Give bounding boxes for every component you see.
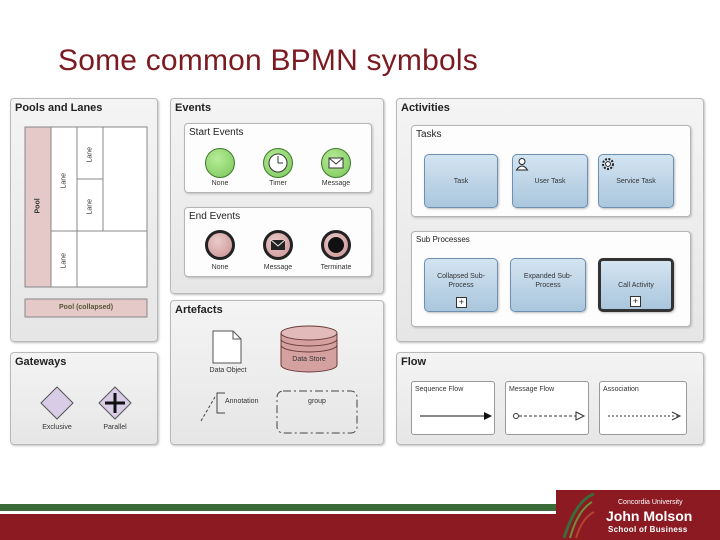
- association-arrow: [608, 411, 682, 421]
- slide-title: Some common BPMN symbols: [58, 44, 478, 77]
- plus-marker-call: +: [630, 296, 641, 307]
- sequence-flow-label: Sequence Flow: [415, 386, 464, 393]
- footer-brand-block: Concordia University John Molson School …: [556, 490, 720, 540]
- subprocesses-box: Sub Processes Collapsed Sub- Process + E…: [411, 231, 691, 327]
- end-events-box: End Events None Message Terminate: [184, 207, 372, 277]
- gateway-label-parallel: Parallel: [103, 424, 127, 431]
- sequence-flow-box: Sequence Flow: [411, 381, 495, 435]
- start-label-none: None: [211, 180, 229, 187]
- pool-collapsed-label: Pool (collapsed): [58, 304, 114, 311]
- start-event-none: [205, 148, 235, 178]
- terminate-dot: [328, 237, 344, 253]
- message-flow-box: Message Flow: [505, 381, 589, 435]
- gear-icon: [602, 158, 614, 170]
- concordia-logo-icon: [562, 492, 595, 539]
- subprocesses-title: Sub Processes: [416, 235, 470, 244]
- user-icon: [515, 158, 529, 171]
- start-event-message: [321, 148, 351, 178]
- events-title: Events: [175, 102, 212, 114]
- envelope-icon: [328, 157, 344, 169]
- end-label-message: Message: [263, 264, 293, 271]
- timer-icon: [268, 153, 288, 173]
- annotation-label: Annotation: [225, 398, 259, 405]
- task-plain: Task: [424, 154, 498, 208]
- end-events-title: End Events: [189, 211, 241, 222]
- subprocess-collapsed: Collapsed Sub- Process +: [424, 258, 498, 312]
- footer-school: School of Business: [608, 525, 688, 534]
- association-label: Association: [603, 386, 639, 393]
- collapsed-label-1: Collapsed Sub-: [437, 273, 485, 280]
- flow-panel: Flow Sequence Flow Message Flow Associat…: [396, 352, 704, 445]
- annotation-bracket: [216, 392, 225, 414]
- start-event-timer: [263, 148, 293, 178]
- start-label-timer: Timer: [269, 180, 287, 187]
- start-label-message: Message: [321, 180, 351, 187]
- task-plain-label: Task: [453, 178, 469, 185]
- call-activity: Call Activity +: [598, 258, 674, 312]
- gateways-panel: Gateways Exclusive Parallel: [10, 352, 158, 445]
- pool-collapsed-shape: [24, 298, 148, 318]
- collapsed-label-2: Process: [448, 282, 474, 289]
- lane-label-4: Lane: [60, 252, 68, 269]
- flow-title: Flow: [401, 356, 427, 368]
- pool-label: Pool: [34, 198, 42, 214]
- expanded-label-2: Process: [535, 282, 561, 289]
- data-object-label: Data Object: [209, 367, 247, 374]
- envelope-filled-icon: [270, 239, 286, 250]
- footer-john-molson: John Molson: [606, 508, 693, 524]
- footer-university: Concordia University: [618, 499, 683, 506]
- pools-title: Pools and Lanes: [15, 102, 103, 114]
- tasks-box: Tasks Task User Task Service Task: [411, 125, 691, 217]
- task-user: User Task: [512, 154, 588, 208]
- end-label-none: None: [211, 264, 229, 271]
- start-events-title: Start Events: [189, 127, 244, 138]
- events-panel: Events Start Events None Timer Message E…: [170, 98, 384, 294]
- artefacts-drawing: [200, 325, 358, 434]
- activities-panel: Activities Tasks Task User Task Service …: [396, 98, 704, 342]
- tasks-title: Tasks: [416, 129, 442, 140]
- artefacts-panel: Artefacts Data Object Data Store Annotat…: [170, 300, 384, 445]
- group-shape: [276, 390, 358, 434]
- lane-label-3: Lane: [86, 198, 94, 215]
- gateways-title: Gateways: [15, 356, 67, 368]
- lane-label-2: Lane: [86, 146, 94, 163]
- group-label: group: [308, 398, 326, 405]
- start-events-box: Start Events None Timer Message: [184, 123, 372, 193]
- pools-panel: Pools and Lanes Pool Lane Lane Lane Lane…: [10, 98, 158, 342]
- task-service-label: Service Task: [616, 178, 656, 185]
- data-object-shape: [212, 330, 242, 364]
- sequence-flow-arrow: [420, 412, 492, 420]
- task-user-label: User Task: [534, 178, 566, 185]
- task-service: Service Task: [598, 154, 674, 208]
- exclusive-gateway: [40, 386, 74, 420]
- subprocess-expanded: Expanded Sub- Process: [510, 258, 586, 312]
- message-flow-label: Message Flow: [509, 386, 555, 393]
- lane-label-1: Lane: [60, 172, 68, 189]
- pool-diagram: [24, 126, 148, 318]
- end-event-message: [263, 230, 293, 260]
- activities-title: Activities: [401, 102, 450, 114]
- footer-green-stripe: [0, 504, 720, 511]
- end-label-terminate: Terminate: [320, 264, 352, 271]
- pool-header: [24, 126, 52, 288]
- data-store-label: Data Store: [292, 356, 326, 363]
- end-event-terminate: [321, 230, 351, 260]
- gateway-label-exclusive: Exclusive: [42, 424, 72, 431]
- artefacts-title: Artefacts: [175, 304, 223, 316]
- call-activity-label: Call Activity: [618, 282, 654, 289]
- footer-white-stripe: [0, 511, 720, 514]
- association-box: Association: [599, 381, 687, 435]
- expanded-label-1: Expanded Sub-: [523, 273, 573, 280]
- plus-marker: +: [456, 297, 467, 308]
- gateway-drawing: [40, 386, 132, 420]
- message-flow-arrow: [513, 411, 586, 421]
- end-event-none: [205, 230, 235, 260]
